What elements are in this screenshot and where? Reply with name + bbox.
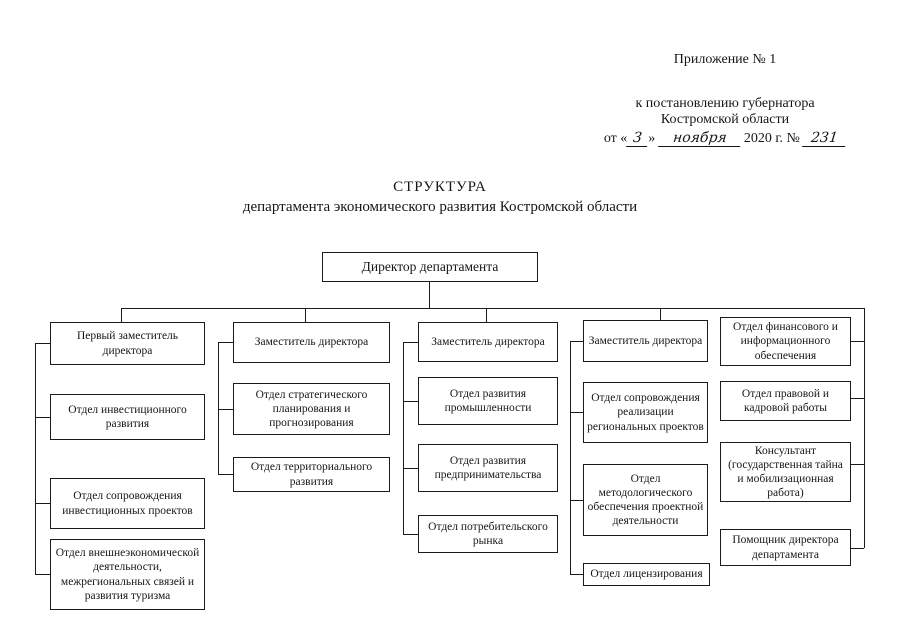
connector-col2-trunk [218, 342, 219, 474]
connector-director-drop [429, 282, 430, 308]
date-close-quote: » [648, 131, 656, 146]
connector-stub-col2 [305, 308, 306, 322]
connector-right-trunk [864, 308, 865, 548]
document-title: СТРУКТУРА департамента экономического ра… [0, 177, 880, 217]
org-box-deputy-director-4: Заместитель директора [583, 320, 708, 362]
org-box-territorial-development-dept: Отдел территориального развития [233, 457, 390, 492]
org-box-first-deputy-director: Первый заместитель директора [50, 322, 205, 365]
date-year: 2020 г. № [743, 131, 800, 146]
connector-main-horizontal [121, 308, 864, 309]
date-prefix: от « [603, 131, 628, 146]
org-box-finance-information-dept: Отдел финансового и информационного обес… [720, 317, 851, 366]
handwritten-month: ноября [657, 130, 742, 147]
connector-col4-stub-2 [570, 500, 583, 501]
connector-col5-stub-4 [851, 548, 864, 549]
connector-col1-stub-head [35, 343, 50, 344]
connector-col4-trunk [570, 341, 571, 574]
org-box-foreign-economic-tourism-dept: Отдел внешнеэкономической деятельности, … [50, 539, 205, 610]
org-box-director: Директор департамента [322, 252, 538, 282]
org-box-licensing-dept: Отдел лицензирования [583, 563, 710, 586]
org-box-director-assistant: Помощник директора департамента [720, 529, 851, 566]
connector-col1-stub-1 [35, 417, 50, 418]
title-line-2: департамента экономического развития Кос… [242, 199, 638, 215]
connector-col5-stub-1 [851, 341, 864, 342]
connector-col1-stub-3 [35, 574, 50, 575]
org-box-methodological-support-dept: Отдел методологического обеспечения прое… [583, 464, 708, 536]
connector-col2-stub-1 [218, 409, 233, 410]
title-line-1: СТРУКТУРА [393, 179, 487, 195]
org-box-regional-projects-support-dept: Отдел сопровождения реализации региональ… [583, 382, 708, 443]
handwritten-number: 231 [802, 130, 848, 147]
handwritten-day: 3 [626, 130, 650, 147]
connector-stub-col1 [121, 308, 122, 322]
connector-stub-col4 [660, 308, 661, 320]
connector-col3-stub-3 [403, 534, 418, 535]
org-box-consultant-state-secret: Консультант (государственная тайна и моб… [720, 442, 851, 502]
appendix-number: Приложение № 1 [673, 52, 777, 67]
connector-col1-trunk [35, 343, 36, 574]
connector-col5-stub-3 [851, 464, 864, 465]
appendix-header: Приложение № 1 к постановлению губернато… [555, 52, 895, 147]
connector-col3-trunk [403, 342, 404, 534]
org-box-deputy-director-3: Заместитель директора [418, 322, 558, 362]
connector-col3-stub-head [403, 342, 418, 343]
org-box-investment-projects-support-dept: Отдел сопровождения инвестиционных проек… [50, 478, 205, 529]
connector-col2-stub-head [218, 342, 233, 343]
decree-date-line: от «3» ноября 2020 г. № 231 [555, 130, 895, 147]
org-box-deputy-director-2: Заместитель директора [233, 322, 390, 363]
connector-col3-stub-2 [403, 468, 418, 469]
connector-col5-stub-2 [851, 398, 864, 399]
connector-col1-stub-2 [35, 503, 50, 504]
connector-col4-stub-1 [570, 412, 583, 413]
connector-col3-stub-1 [403, 401, 418, 402]
connector-stub-col3 [486, 308, 487, 322]
decree-line-2: Костромской области [660, 112, 790, 127]
connector-col4-stub-3 [570, 574, 583, 575]
org-box-entrepreneurship-development-dept: Отдел развития предпринимательства [418, 444, 558, 492]
org-box-strategic-planning-dept: Отдел стратегического планирования и про… [233, 383, 390, 435]
org-box-legal-hr-dept: Отдел правовой и кадровой работы [720, 381, 851, 421]
connector-col4-stub-head [570, 341, 583, 342]
org-box-consumer-market-dept: Отдел потребительского рынка [418, 515, 558, 553]
org-box-investment-development-dept: Отдел инвестиционного развития [50, 394, 205, 440]
org-box-industry-development-dept: Отдел развития промышленности [418, 377, 558, 425]
decree-line-1: к постановлению губернатора [635, 96, 815, 111]
connector-col2-stub-2 [218, 474, 233, 475]
